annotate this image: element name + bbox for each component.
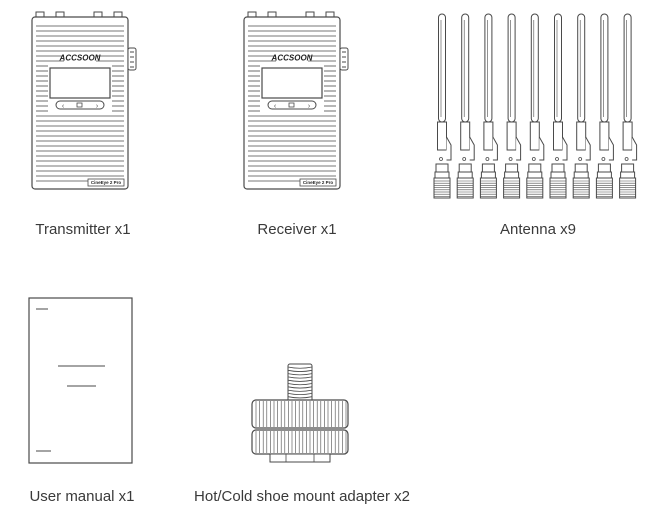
- side-port: [127, 47, 137, 71]
- model-plate: [299, 178, 337, 187]
- antenna-group-illustration: [433, 13, 638, 199]
- device-screen: [261, 67, 323, 99]
- model-name: CineEye 2 Pro: [303, 180, 334, 185]
- antenna: [526, 13, 545, 199]
- antenna: [595, 13, 614, 199]
- ok-button-icon: [76, 102, 83, 108]
- antenna-caption: Antenna x9: [500, 221, 576, 238]
- upper-nut: [251, 399, 349, 429]
- antenna-connector: [247, 11, 257, 18]
- brand-logo: ACCSOON: [59, 54, 101, 63]
- side-port: [339, 47, 349, 71]
- antenna: [619, 13, 638, 199]
- antenna: [572, 13, 591, 199]
- antenna-connector: [55, 11, 65, 18]
- right-button-icon: ›: [96, 103, 99, 110]
- user-manual-caption: User manual x1: [29, 488, 135, 505]
- left-button-icon: ‹: [274, 103, 277, 110]
- antenna: [549, 13, 568, 199]
- receiver-caption: Receiver x1: [257, 221, 337, 238]
- shoe-mount-caption: Hot/Cold shoe mount adapter x2: [194, 488, 410, 505]
- receiver-illustration: ACCSOON ‹ › CineEye 2 Pro: [243, 11, 349, 190]
- user-manual-illustration: [28, 297, 133, 464]
- antenna-connector: [35, 11, 45, 18]
- antenna: [433, 13, 452, 199]
- antenna-connector: [267, 11, 277, 18]
- antenna: [503, 13, 522, 199]
- transmitter-illustration: ACCSOON ‹ › CineEye 2 Pro: [31, 11, 137, 190]
- lower-nut: [251, 429, 349, 455]
- right-button-icon: ›: [308, 103, 311, 110]
- device-screen: [49, 67, 111, 99]
- shoe-foot: [269, 453, 331, 463]
- model-name: CineEye 2 Pro: [91, 180, 122, 185]
- ok-button-icon: [288, 102, 295, 108]
- antenna: [456, 13, 475, 199]
- model-plate: [87, 178, 125, 187]
- thread-screw: [287, 363, 313, 403]
- left-button-icon: ‹: [62, 103, 65, 110]
- antenna: [479, 13, 498, 199]
- antenna-connector: [93, 11, 103, 18]
- antenna-connector: [113, 11, 123, 18]
- shoe-mount-adapter-illustration: [251, 363, 349, 463]
- brand-logo: ACCSOON: [271, 54, 313, 63]
- antenna-connector: [325, 11, 335, 18]
- antenna-connector: [305, 11, 315, 18]
- transmitter-caption: Transmitter x1: [35, 221, 131, 238]
